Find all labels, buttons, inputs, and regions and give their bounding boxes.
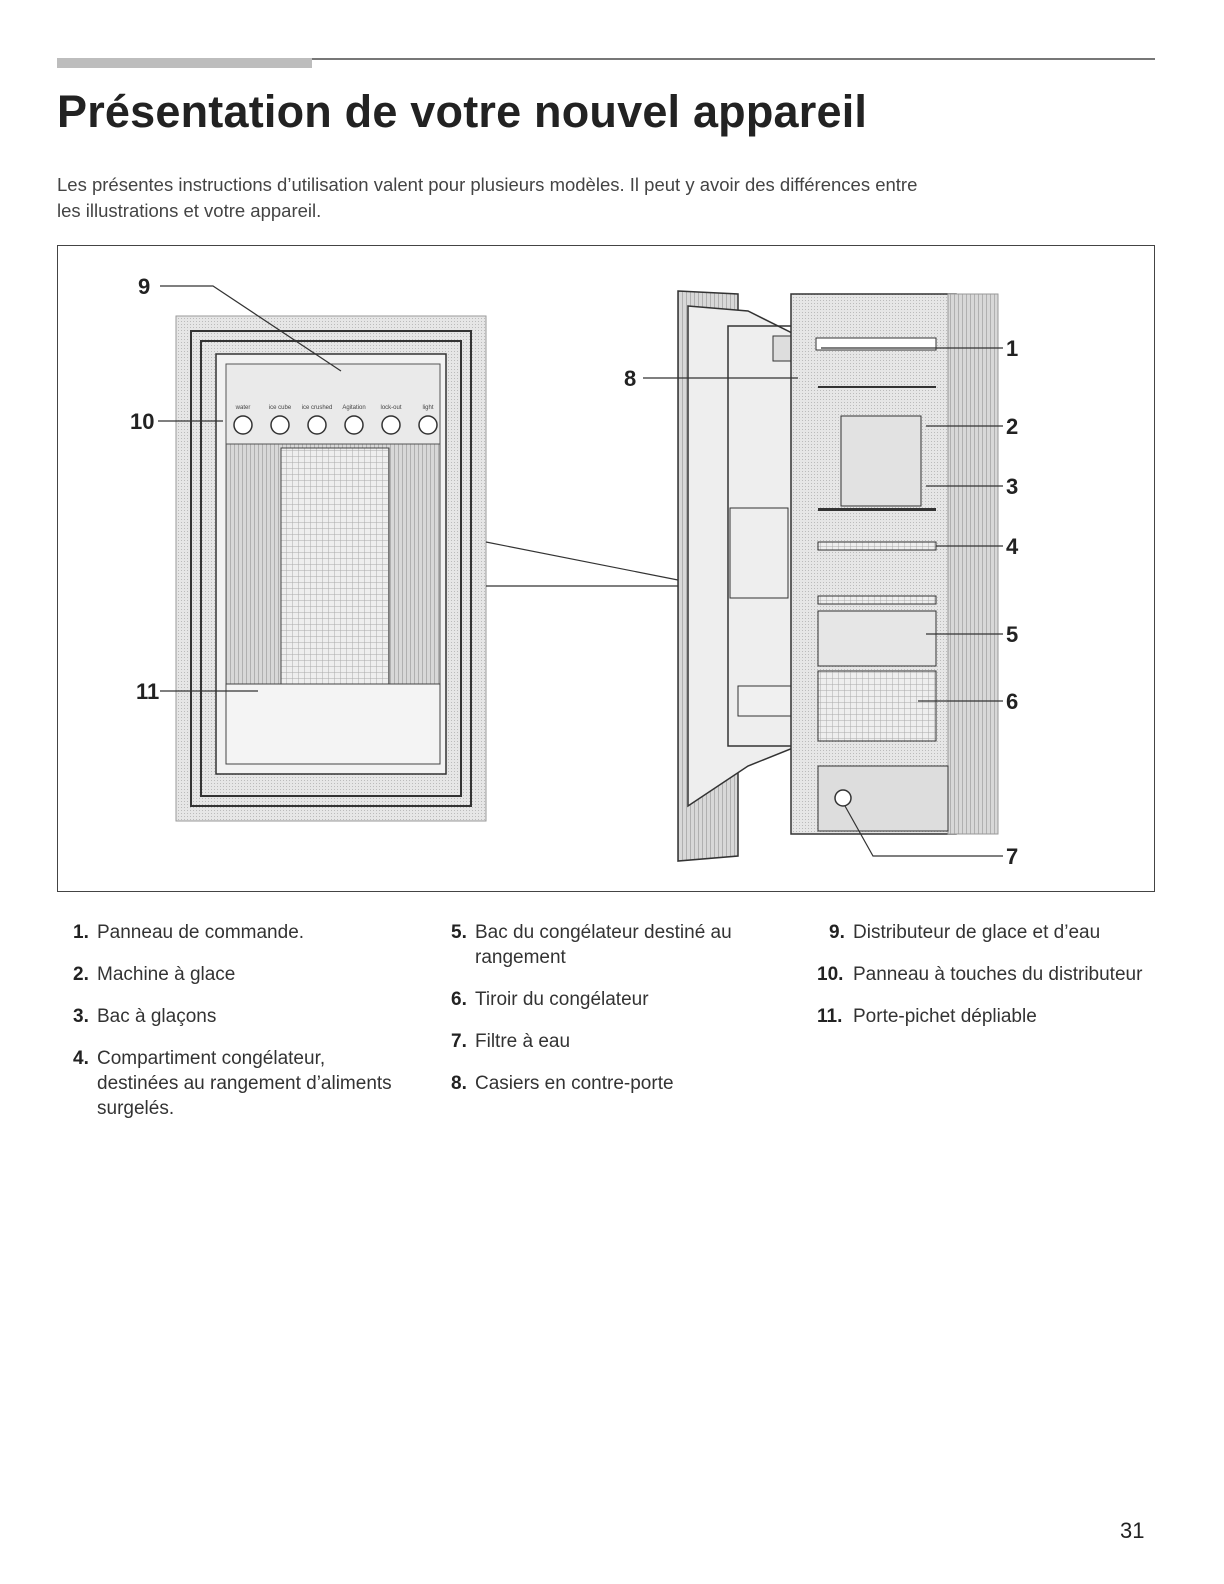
appliance-illustration-frame: water ice cube ice crushed Agitation loc… [57,245,1155,892]
button-label-light: light [422,405,433,411]
freezer-drawing [677,290,999,862]
legend-item: 5. Bac du congélateur destiné au rangemen… [451,920,771,970]
callout-10: 10 [130,409,154,434]
top-rule [57,58,1155,60]
legend-item: 10. Panneau à touches du distributeur [817,962,1147,987]
section-tab [57,58,312,68]
legend-number: 2. [73,964,89,985]
callout-6: 6 [1006,689,1018,714]
legend-item: 2. Machine à glace [73,962,393,987]
callout-4: 4 [1006,534,1019,559]
legend-number: 11. [817,1006,843,1027]
appliance-illustration: water ice cube ice crushed Agitation loc… [130,274,1019,869]
intro-line-1: Les présentes instructions d’utilisation… [57,174,918,195]
legend-number: 6. [451,989,467,1010]
legend-number: 1. [73,922,89,943]
callout-1: 1 [1006,336,1018,361]
legend-number: 4. [73,1048,89,1069]
callout-7: 7 [1006,844,1018,869]
legend-text: Bac du congélateur destiné au rangement [475,922,732,968]
legend-column-2: 5. Bac du congélateur destiné au rangemen… [451,920,771,1113]
callout-11: 11 [136,679,159,704]
legend-item: 11. Porte-pichet dépliable [817,1004,1147,1029]
legend-item: 9. Distributeur de glace et d’eau [817,920,1147,945]
dispenser-button-row [233,415,438,435]
legend-item: 8. Casiers en contre-porte [451,1071,771,1096]
legend-text: Panneau de commande. [97,922,305,943]
callout-2: 2 [1006,414,1018,439]
legend-column-1: 1. Panneau de commande. 2. Machine à glace… [73,920,393,1138]
legend-text: Tiroir du congélateur [475,989,649,1010]
legend-text: Compartiment congélateur, destinées au r… [97,1048,392,1119]
page-number: 31 [1120,1518,1145,1543]
button-label-ice-cube: ice cube [269,405,292,411]
legend-item: 7. Filtre à eau [451,1029,771,1054]
legend-text: Distributeur de glace et d’eau [853,922,1101,943]
legend-number: 10. [817,964,844,985]
legend-item: 6. Tiroir du congélateur [451,987,771,1012]
callout-3: 3 [1006,474,1018,499]
intro-line-2: les illustrations et votre appareil. [57,200,322,221]
legend-item: 4. Compartiment congélateur, destinées au… [73,1046,393,1121]
dispenser-drawing: water ice cube ice crushed Agitation loc… [175,315,487,822]
legend-item: 3. Bac à glaçons [73,1004,393,1029]
legend-number: 3. [73,1006,89,1027]
legend-number: 9. [829,922,845,943]
legend-text: Machine à glace [97,964,236,985]
button-label-lock-out: lock-out [380,405,401,411]
callout-8: 8 [624,366,636,391]
legend-number: 7. [451,1031,467,1052]
button-label-water: water [235,405,251,411]
legend-text: Bac à glaçons [97,1006,217,1027]
legend-number: 5. [451,922,467,943]
page-title: Présentation de votre nouvel appareil [57,86,868,137]
legend-text: Filtre à eau [475,1031,571,1052]
legend-number: 8. [451,1073,467,1094]
legend-item: 1. Panneau de commande. [73,920,393,945]
legend-text: Porte-pichet dépliable [853,1006,1037,1027]
callout-5: 5 [1006,622,1018,647]
legend-text: Casiers en contre-porte [475,1073,674,1094]
button-label-agitation: Agitation [342,405,365,411]
intro-paragraph: Les présentes instructions d’utilisation… [57,172,1057,224]
callout-9: 9 [138,274,150,299]
legend-text: Panneau à touches du distributeur [853,964,1143,985]
button-label-ice-crushed: ice crushed [302,405,333,411]
legend-column-3: 9. Distributeur de glace et d’eau 10. Pann… [817,920,1147,1046]
